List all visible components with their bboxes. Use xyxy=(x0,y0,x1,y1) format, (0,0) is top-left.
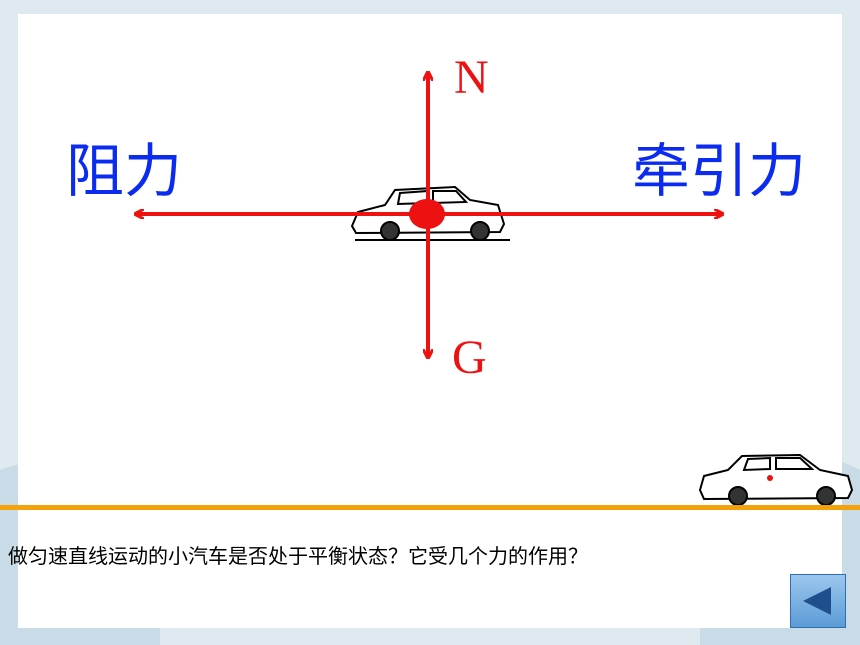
north-label: N xyxy=(454,51,489,104)
center-of-mass-dot xyxy=(409,199,445,229)
resistance-label: 阻力 xyxy=(66,137,183,205)
small-car-image xyxy=(698,453,854,506)
gravity-label: G xyxy=(452,331,487,384)
triangle-left-icon xyxy=(803,587,831,615)
back-button[interactable] xyxy=(790,574,846,628)
traction-label: 牵引力 xyxy=(632,137,807,205)
divider-line xyxy=(0,505,860,510)
question-text: 做匀速直线运动的小汽车是否处于平衡状态？它受几个力的作用？ xyxy=(8,544,588,568)
